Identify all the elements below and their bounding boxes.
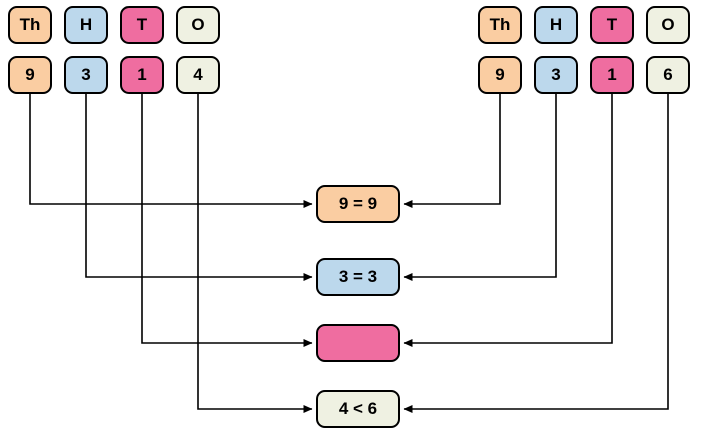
right-digit-tens: 1	[590, 56, 634, 94]
comparison-ones: 4 < 6	[316, 390, 400, 428]
left-digit-ones: 4	[176, 56, 220, 94]
arrow-right-tens	[403, 94, 613, 347]
comparison-thousands: 9 = 9	[316, 185, 400, 223]
comparison-hundreds: 3 = 3	[316, 258, 400, 296]
arrow-right-ones	[403, 94, 669, 413]
left-digit-tens: 1	[120, 56, 164, 94]
left-header-thousands: Th	[8, 6, 52, 44]
left-header-hundreds: H	[64, 6, 108, 44]
comparison-tens-blank	[316, 324, 400, 362]
right-header-hundreds: H	[534, 6, 578, 44]
right-header-tens: T	[590, 6, 634, 44]
right-digit-thousands: 9	[478, 56, 522, 94]
right-digit-hundreds: 3	[534, 56, 578, 94]
right-header-thousands: Th	[478, 6, 522, 44]
arrow-left-tens	[141, 94, 313, 347]
left-digit-hundreds: 3	[64, 56, 108, 94]
left-digit-thousands: 9	[8, 56, 52, 94]
arrow-right-hundreds	[403, 94, 557, 281]
arrow-left-thousands	[29, 94, 313, 208]
arrow-left-ones	[197, 94, 313, 413]
left-header-ones: O	[176, 6, 220, 44]
arrow-right-thousands	[403, 94, 501, 208]
left-header-tens: T	[120, 6, 164, 44]
arrow-left-hundreds	[85, 94, 313, 281]
right-digit-ones: 6	[646, 56, 690, 94]
right-header-ones: O	[646, 6, 690, 44]
